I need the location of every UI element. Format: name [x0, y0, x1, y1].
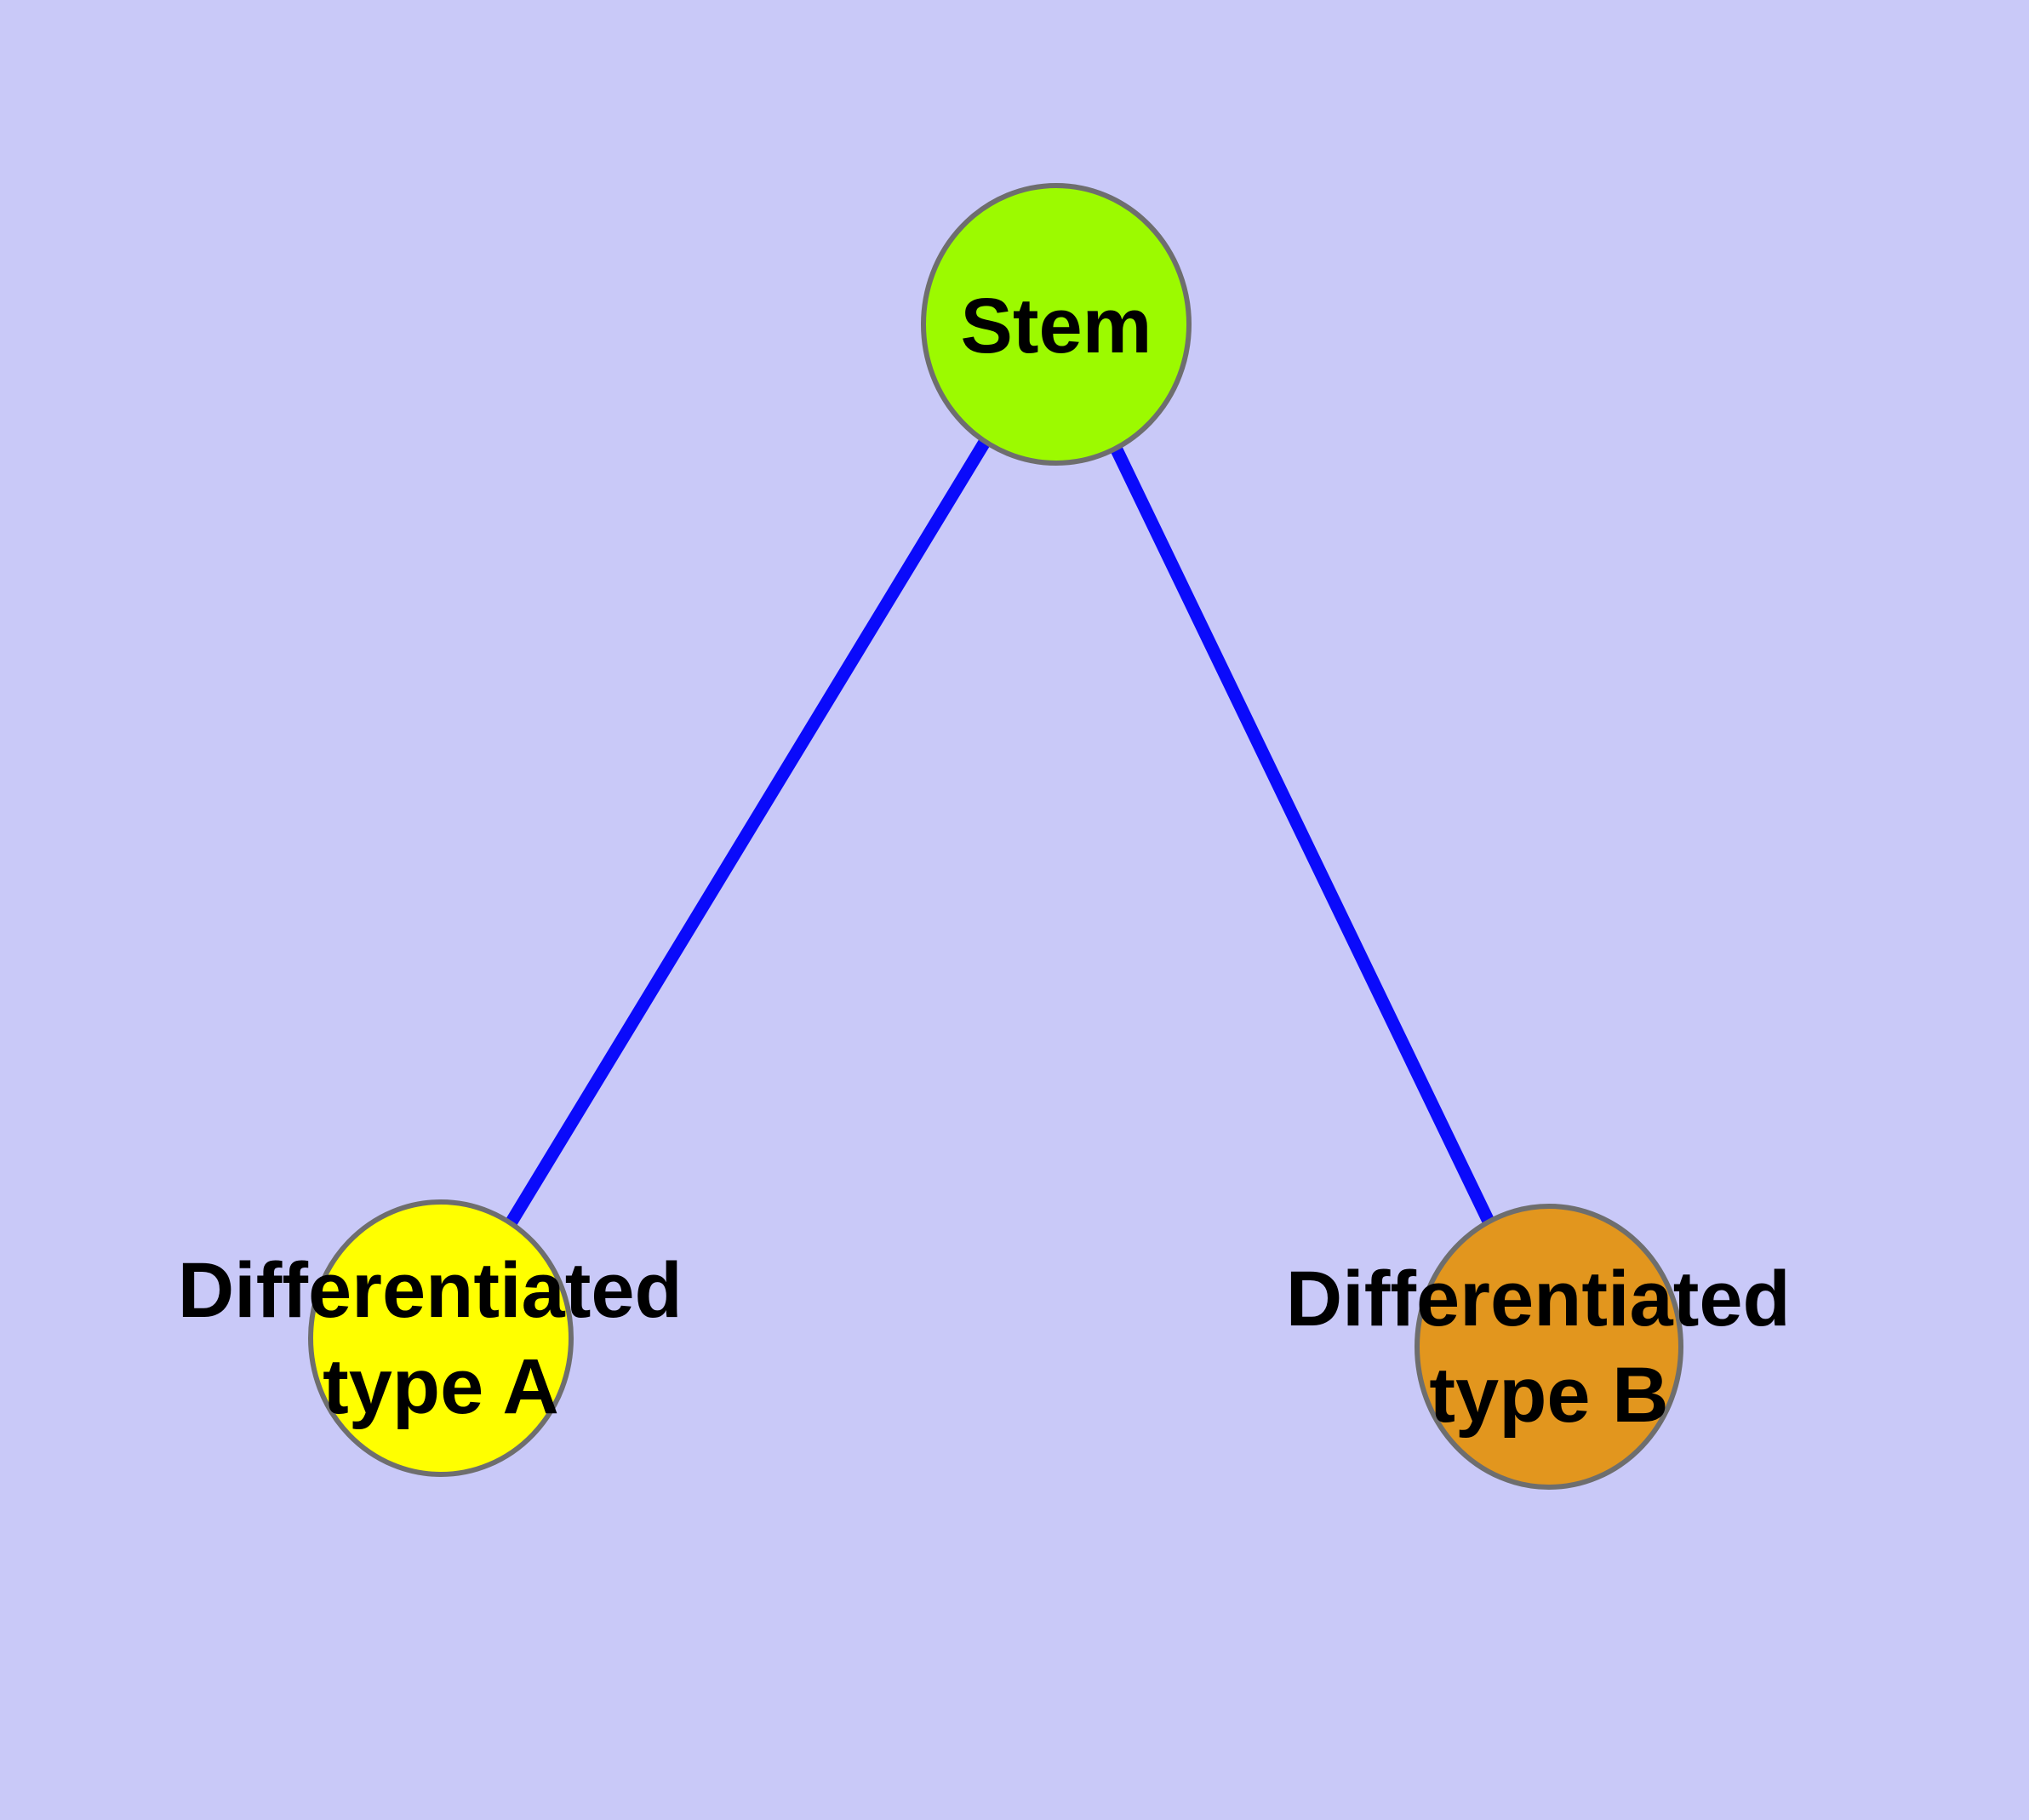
node-type-a-label-line-2: type A [323, 1343, 559, 1430]
label-layer: Stem Differentiated type A Differentiate… [178, 283, 1813, 1439]
node-type-b-label: Differentiated type B [1286, 1256, 1813, 1439]
node-stem-label: Stem [961, 283, 1152, 369]
edge-layer [434, 318, 1556, 1354]
node-type-b-label-line-2: type B [1429, 1352, 1668, 1439]
node-stem-circle [921, 183, 1192, 466]
node-type-a-circle [308, 1199, 574, 1477]
edge-stem-to-type-b [1049, 318, 1556, 1354]
node-type-a-label: Differentiated type A [178, 1247, 705, 1430]
node-type-b-label-line-1: Differentiated [1286, 1256, 1791, 1342]
edge-stem-to-type-a [434, 318, 1063, 1345]
node-type-a-label-line-1: Differentiated [178, 1247, 683, 1334]
node-layer [308, 183, 1683, 1490]
node-type-b-circle [1415, 1204, 1683, 1490]
